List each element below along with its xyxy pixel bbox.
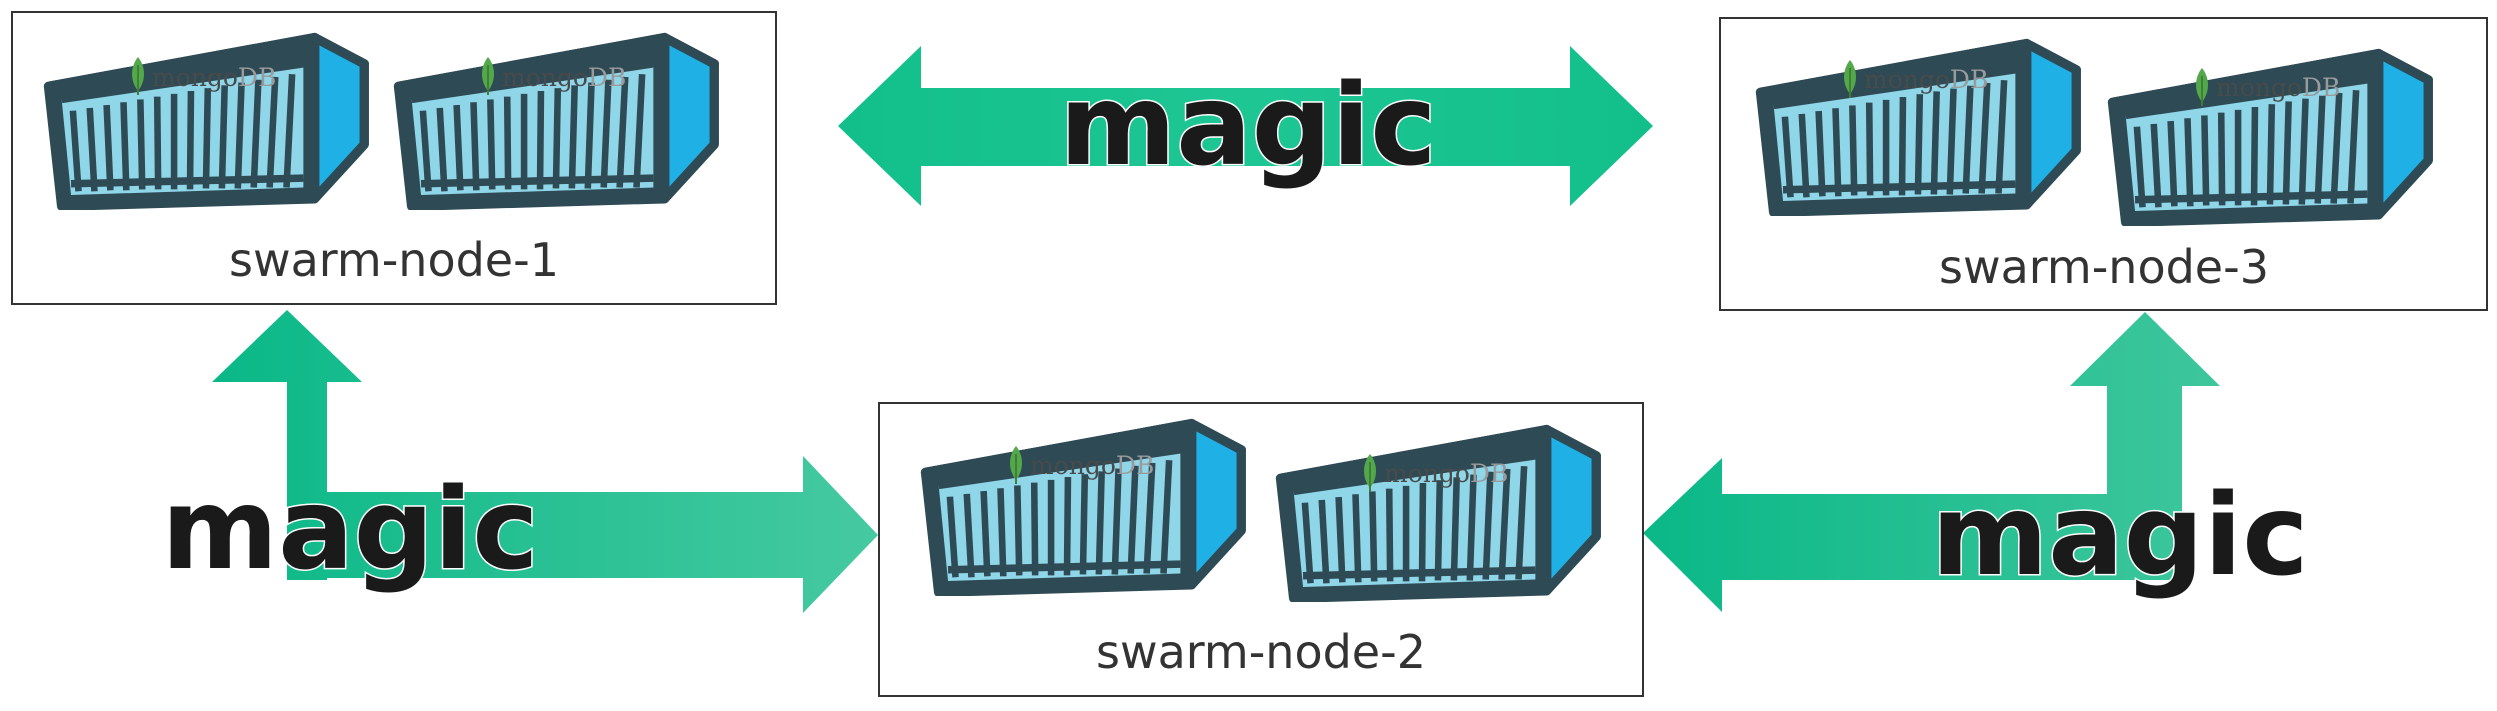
l-arrow-to-node3-and-node2 — [1643, 312, 2220, 612]
connection-label-top: magic — [1059, 61, 1436, 191]
connection-label-right: magic — [1931, 471, 2308, 601]
node-swarm-node-2: mongoDB mongoDB swarm-node-2 — [878, 402, 1644, 697]
node-label: swarm-node-3 — [1939, 240, 2269, 294]
node-label: swarm-node-2 — [1096, 625, 1426, 679]
mongodb-brand-text: mongoDB — [1384, 459, 1508, 488]
mongodb-brand-text: mongoDB — [2216, 73, 2340, 102]
mongodb-brand-text: mongoDB — [1864, 65, 1988, 94]
node-swarm-node-1: mongoDB mongoDB swarm-node-1 — [11, 11, 777, 305]
node-swarm-node-3: mongoDB mongoDB swarm-node-3 — [1719, 17, 2488, 311]
l-arrow-to-node1-and-node2 — [212, 310, 878, 613]
double-arrow-node1-node3 — [838, 46, 1653, 206]
mongodb-brand-text: mongoDB — [502, 63, 626, 92]
node-label: swarm-node-1 — [229, 233, 559, 287]
connection-label-left: magic — [161, 465, 538, 595]
mongodb-brand-text: mongoDB — [1030, 451, 1154, 480]
mongodb-brand-text: mongoDB — [152, 63, 276, 92]
